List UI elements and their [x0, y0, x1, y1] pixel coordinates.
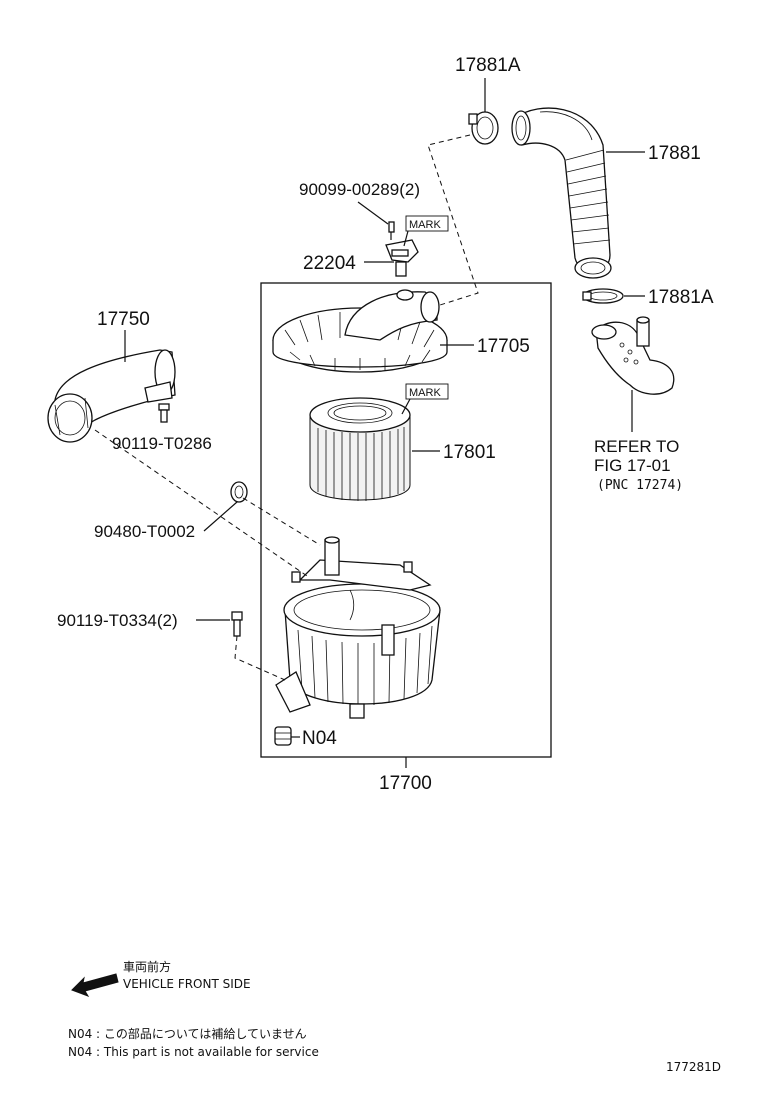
bolt-90119-T0286	[158, 403, 170, 423]
clamp-17881A-top	[468, 111, 499, 145]
case-17700	[275, 536, 441, 719]
figure-id: 177281D	[666, 1060, 721, 1074]
note-en: N04 : This part is not available for ser…	[68, 1045, 319, 1059]
label-22204: 22204	[303, 253, 356, 274]
front-jp: 車両前方	[123, 959, 171, 974]
sensor-22204	[385, 239, 419, 277]
label-17881: 17881	[648, 143, 701, 164]
dashed-line-hose	[427, 134, 479, 306]
duct-17750	[47, 349, 176, 443]
label-90480: 90480-T0002	[94, 522, 195, 541]
label-N04: N04	[302, 728, 337, 749]
grommet-90480	[230, 481, 248, 503]
note-jp: N04 : この部品については補給していません	[68, 1026, 307, 1041]
elbow-refer	[591, 316, 675, 395]
mark-box-2	[405, 383, 449, 400]
label-17750: 17750	[97, 309, 150, 330]
dashed-line-bolt	[234, 635, 286, 681]
dashed-line-duct	[94, 429, 311, 579]
mark-label-1: MARK	[409, 219, 441, 231]
label-17881A-mid: 17881A	[648, 287, 714, 308]
cover-17705	[272, 289, 448, 373]
rubber-N04	[274, 726, 292, 746]
mark-label-2: MARK	[409, 387, 441, 399]
hose-17881	[511, 107, 612, 279]
label-17801: 17801	[443, 442, 496, 463]
label-17705: 17705	[477, 336, 530, 357]
dashed-line-grommet	[242, 497, 321, 546]
screw-90099	[388, 221, 395, 240]
front-en: VEHICLE FRONT SIDE	[123, 977, 251, 991]
label-17700: 17700	[379, 773, 432, 794]
label-90119-T0334: 90119-T0334(2)	[57, 611, 178, 630]
refer-line-3: (PNC 17274)	[597, 478, 683, 493]
clamp-17881A-mid	[582, 288, 624, 304]
filter-17801	[309, 397, 411, 501]
label-90119-T0286: 90119-T0286	[112, 434, 212, 453]
front-arrow-icon	[71, 973, 119, 997]
refer-line-2: FIG 17-01	[594, 456, 671, 475]
mark-box-1	[405, 215, 449, 232]
refer-line-1: REFER TO	[594, 437, 679, 456]
label-90099: 90099-00289(2)	[299, 180, 420, 199]
label-17881A-top: 17881A	[455, 55, 521, 76]
bolt-90119-T0334	[231, 611, 243, 637]
